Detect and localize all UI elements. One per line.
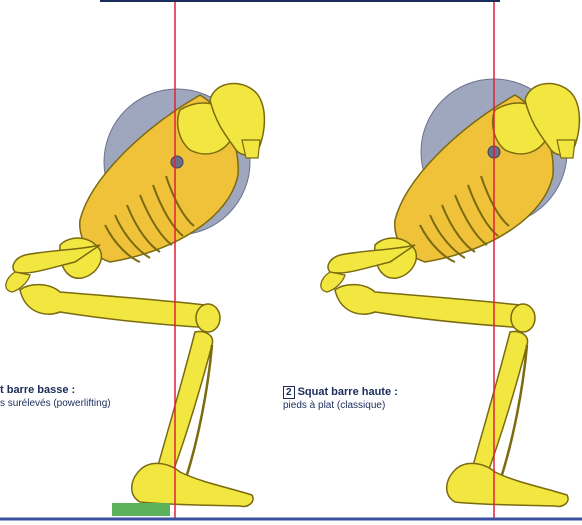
- panel-high-bar: [321, 0, 580, 518]
- top-strip: [100, 0, 500, 2]
- caption-subtitle: pieds à plat (classique): [283, 400, 398, 413]
- panel-low-bar: [6, 0, 265, 518]
- heel-wedge: [112, 503, 170, 516]
- panel-number: 2: [283, 386, 295, 399]
- skeleton-figure: [321, 84, 580, 507]
- caption-title: t barre basse :: [0, 384, 111, 398]
- bar-center: [171, 156, 183, 168]
- caption-subtitle: s surélevés (powerlifting): [0, 398, 111, 411]
- skeleton-figure: [6, 84, 265, 507]
- caption-low-bar: t barre basse : s surélevés (powerliftin…: [0, 384, 111, 410]
- caption-title: Squat barre haute :: [298, 386, 398, 398]
